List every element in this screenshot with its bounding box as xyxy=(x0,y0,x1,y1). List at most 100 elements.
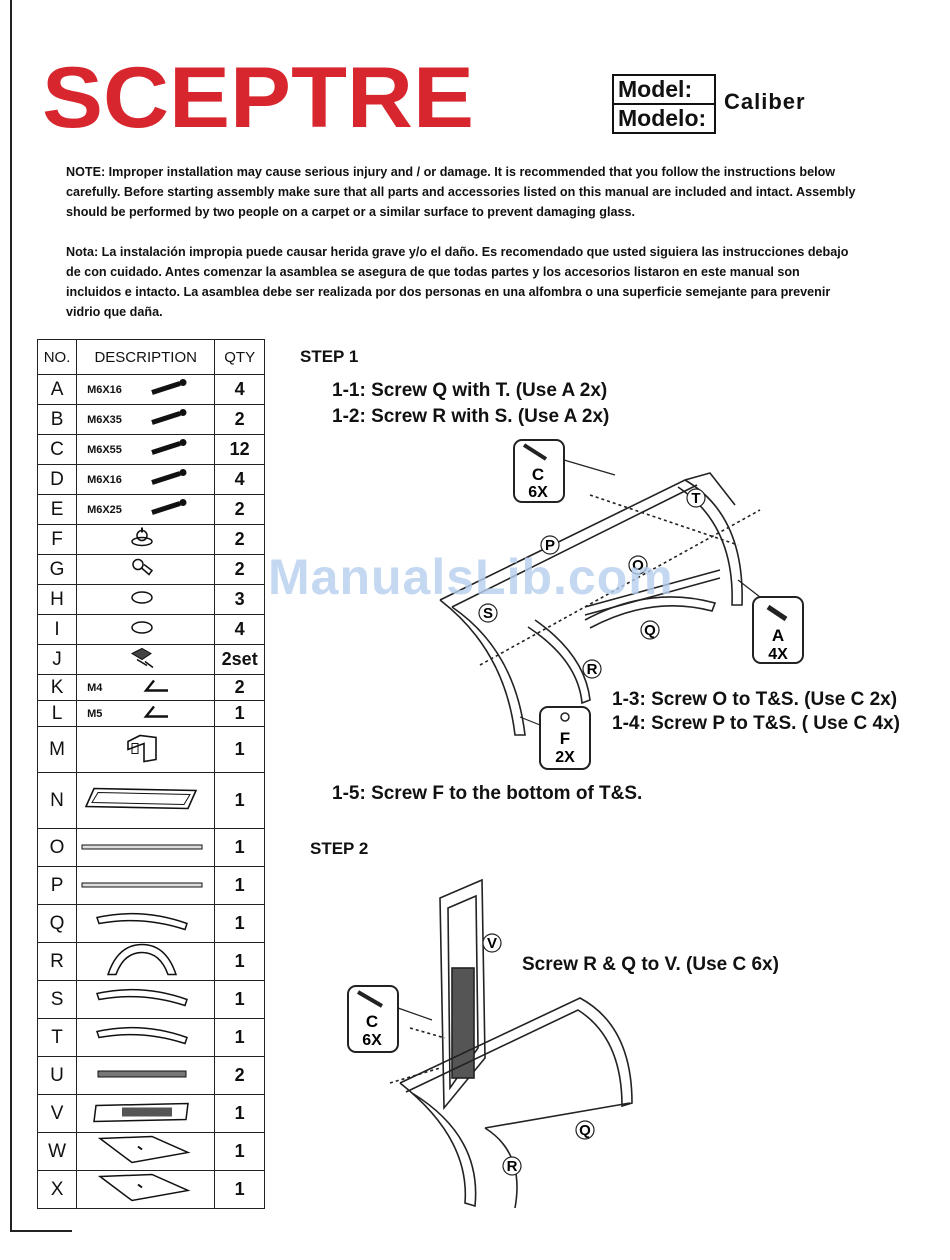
part-size-label: M4 xyxy=(87,681,103,694)
part-quantity: 12 xyxy=(214,434,265,465)
part-number: X xyxy=(36,1170,78,1209)
part-size-label: M5 xyxy=(87,707,103,720)
part-description xyxy=(76,584,216,615)
part-quantity: 1 xyxy=(214,700,265,727)
part-number: O xyxy=(36,828,78,867)
clip-icon xyxy=(127,645,157,674)
part-quantity: 4 xyxy=(214,464,265,495)
part-quantity: 2 xyxy=(214,404,265,435)
callout-a-letter: A xyxy=(772,626,784,645)
label-q-step2: Q xyxy=(579,1122,591,1139)
step1-diagram: C 6X A 4X F 2X P T O S Q R xyxy=(439,439,804,770)
header-qty: QTY xyxy=(214,339,265,375)
step2-diagram: C 6X V Q R xyxy=(347,878,633,1209)
arc-icon xyxy=(93,985,191,1014)
part-quantity: 1 xyxy=(214,1170,265,1209)
arc-s xyxy=(439,599,526,736)
callout-a-count: 4X xyxy=(768,646,788,663)
part-number: U xyxy=(36,1056,78,1095)
arc-r xyxy=(527,619,591,705)
part-description xyxy=(76,942,216,981)
part-description xyxy=(76,1132,216,1171)
bar-icon xyxy=(80,877,204,895)
part-number: P xyxy=(36,866,78,905)
part-number: W xyxy=(36,1132,78,1171)
foot-icon xyxy=(129,526,155,553)
glass-shelf-icon xyxy=(92,1134,192,1169)
arch-icon xyxy=(104,942,180,981)
part-number: I xyxy=(36,614,78,645)
glass-shelf-icon xyxy=(92,1172,192,1207)
part-number: L xyxy=(36,700,78,727)
part-description xyxy=(76,828,216,867)
callout-f-letter: F xyxy=(560,729,570,748)
part-quantity: 1 xyxy=(214,942,265,981)
label-s: S xyxy=(483,605,493,622)
header-description: DESCRIPTION xyxy=(76,339,216,375)
part-number: S xyxy=(36,980,78,1019)
note-spanish: Nota: La instalación impropia puede caus… xyxy=(66,245,849,319)
part-quantity: 2 xyxy=(214,674,265,701)
label-q: Q xyxy=(644,622,656,639)
callout-c-6x-step2: C 6X xyxy=(347,985,433,1053)
step1-instruction-1: 1-1: Screw Q with T. (Use A 2x) xyxy=(332,380,608,401)
part-description xyxy=(76,980,216,1019)
part-quantity: 1 xyxy=(214,1018,265,1057)
part-description xyxy=(76,1056,216,1095)
model-label-box: Model: Modelo: xyxy=(612,74,716,134)
brand-text: SCEPTRE xyxy=(42,55,474,140)
washer-icon xyxy=(129,619,155,640)
watermark: ManualsLib.com xyxy=(268,549,674,605)
part-quantity: 1 xyxy=(214,772,265,829)
part-quantity: 1 xyxy=(214,1132,265,1171)
part-quantity: 3 xyxy=(214,584,265,615)
part-quantity: 2 xyxy=(214,494,265,525)
callout-c2-count: 6X xyxy=(362,1032,382,1049)
allen-key-icon xyxy=(140,678,170,697)
arc-q-step2 xyxy=(399,997,633,1108)
part-number: G xyxy=(36,554,78,585)
left-margin-line xyxy=(10,0,12,1232)
part-number: N xyxy=(36,772,78,829)
callout-c-count: 6X xyxy=(528,484,548,501)
part-description xyxy=(76,1170,216,1209)
step1-instruction-2: 1-2: Screw R with S. (Use A 2x) xyxy=(332,406,610,427)
part-quantity: 4 xyxy=(214,614,265,645)
header-no: NO. xyxy=(36,339,78,375)
part-number: V xyxy=(36,1094,78,1133)
part-quantity: 1 xyxy=(214,904,265,943)
part-quantity: 1 xyxy=(214,1094,265,1133)
part-number: E xyxy=(36,494,78,525)
model-label-es: Modelo: xyxy=(618,105,707,131)
part-number: M xyxy=(36,726,78,773)
part-number: B xyxy=(36,404,78,435)
model-label-en: Model: xyxy=(614,76,714,105)
part-description xyxy=(76,524,216,555)
part-size-label: M6X55 xyxy=(87,443,122,456)
callout-a-4x: A 4X xyxy=(737,579,804,664)
part-description: M5 xyxy=(76,700,216,727)
part-size-label: M6X35 xyxy=(87,413,122,426)
sceptre-logo: SCEPTRE xyxy=(42,55,474,140)
part-description xyxy=(76,554,216,585)
